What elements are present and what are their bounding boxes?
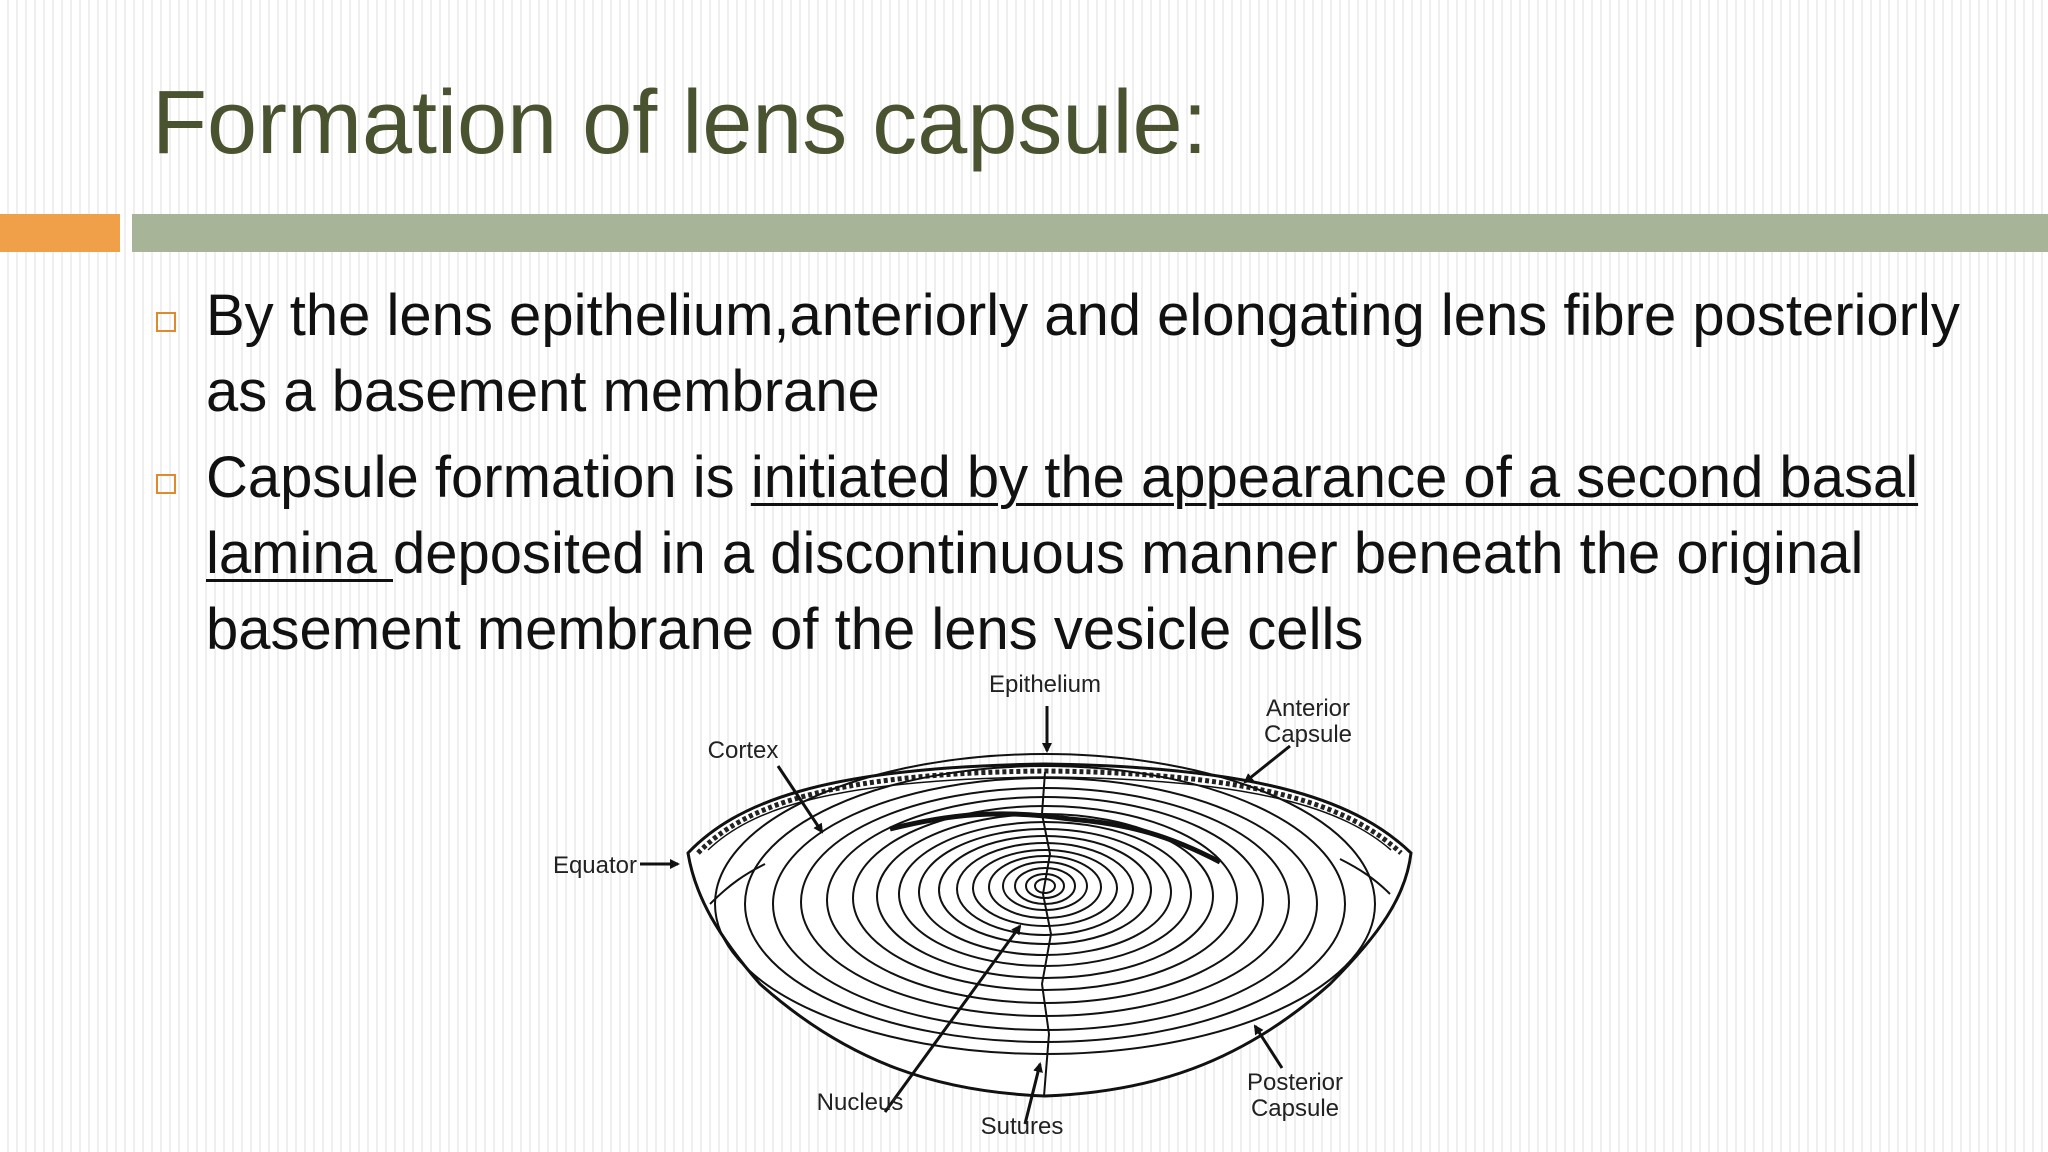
bullet-text-end: deposited in a discontinuous manner bene… [206, 521, 1864, 662]
bullet-text-start: Capsule formation is [206, 445, 751, 510]
label-anterior-capsule-line2: Capsule [1264, 721, 1352, 748]
lens-cross-section-diagram: Epithelium Cortex Anterior Capsule Equat… [553, 671, 1413, 1140]
label-epithelium: Epithelium [989, 671, 1101, 698]
cortex-arrow [776, 765, 824, 834]
bullet-text: By the lens epithelium,anteriorly and el… [206, 283, 1960, 424]
anterior-capsule-arrow [1243, 744, 1291, 784]
bullet-item-2: Capsule formation is initiated by the ap… [152, 440, 2012, 668]
label-nucleus: Nucleus [817, 1089, 904, 1116]
label-cortex: Cortex [708, 737, 779, 764]
lens-epithelium-cells [696, 768, 1403, 855]
square-bullet-icon [156, 474, 176, 494]
suture-line [1040, 771, 1053, 1097]
suture-branch [889, 811, 1222, 865]
accent-bar-orange [0, 214, 120, 252]
sutures-arrow [1023, 1062, 1043, 1125]
accent-bar-green [132, 214, 2048, 252]
bullet-item-1: By the lens epithelium,anteriorly and el… [152, 278, 2012, 430]
label-equator: Equator [553, 852, 637, 879]
posterior-capsule-arrow [1253, 1024, 1284, 1069]
bullet-list: By the lens epithelium,anteriorly and el… [152, 278, 2012, 678]
square-bullet-icon [156, 312, 176, 332]
equator-suture-left [709, 863, 766, 905]
label-posterior-capsule-line2: Capsule [1251, 1095, 1339, 1122]
slide-title: Formation of lens capsule: [152, 73, 1208, 173]
equator-suture-right [1339, 858, 1391, 895]
bullet-text-underlined: initiated by the appearance of a second … [206, 445, 1919, 586]
label-posterior-capsule-line1: Posterior [1247, 1069, 1343, 1096]
label-anterior-capsule-line1: Anterior [1266, 695, 1350, 722]
label-sutures: Sutures [981, 1113, 1064, 1140]
nucleus-arrow [883, 924, 1022, 1113]
